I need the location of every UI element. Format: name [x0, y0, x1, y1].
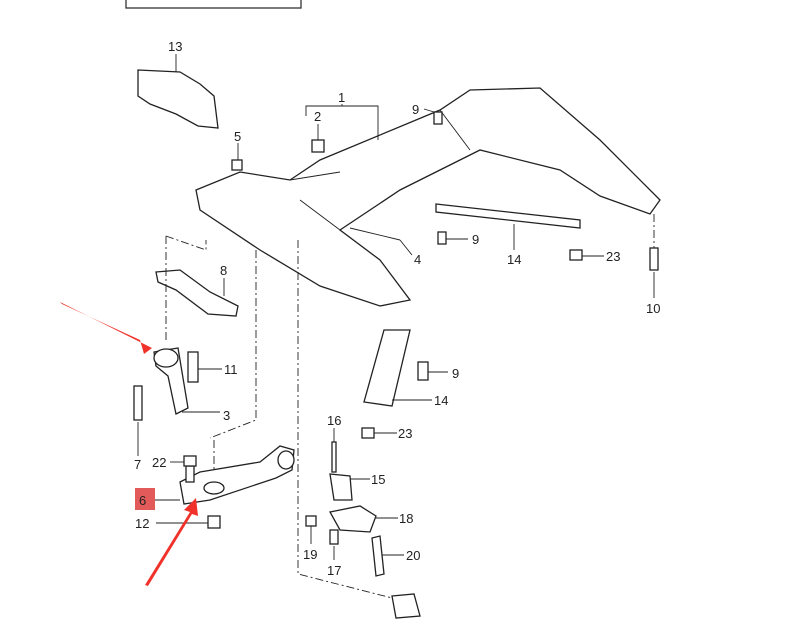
callout-19[interactable]: 19 [303, 547, 317, 562]
part-13-shield [137, 69, 219, 129]
header-box [125, 0, 302, 9]
callout-13[interactable]: 13 [168, 39, 182, 54]
callout-10[interactable]: 10 [646, 301, 660, 316]
part-20-link [371, 535, 385, 577]
callout-20[interactable]: 20 [406, 548, 420, 563]
part-19-nut [305, 515, 317, 527]
callout-23[interactable]: 23 [398, 426, 412, 441]
callout-16[interactable]: 16 [327, 413, 341, 428]
part-9-bolt [437, 231, 447, 245]
part-1-subframe [195, 87, 661, 307]
part-3-bushing [153, 348, 179, 368]
callout-14[interactable]: 14 [434, 393, 448, 408]
part-14-brace [363, 329, 411, 407]
callout-5[interactable]: 5 [234, 129, 241, 144]
callout-1[interactable]: 1 [338, 90, 345, 105]
callout-11[interactable]: 11 [224, 362, 238, 377]
callout-9[interactable]: 9 [472, 232, 479, 247]
part-9-bolt [433, 111, 443, 125]
callout-2[interactable]: 2 [314, 109, 321, 124]
part-8-bracket [155, 269, 239, 317]
callout-9[interactable]: 9 [452, 366, 459, 381]
highlight-part-6 [135, 488, 155, 510]
part-10-bolt [649, 247, 659, 271]
part-2-bushing [311, 139, 325, 153]
red-arrow-pointer [60, 302, 152, 354]
part-18-sensor [328, 505, 377, 533]
callout-17[interactable]: 17 [327, 563, 341, 578]
part-23-nut [569, 249, 583, 261]
part-9-bolt [417, 361, 429, 381]
part-5-nut [231, 159, 243, 171]
callout-9[interactable]: 9 [412, 102, 419, 117]
callout-12[interactable]: 12 [135, 516, 149, 531]
part-14-brace [435, 203, 581, 229]
part-12-nut [207, 515, 221, 529]
part-15-bracket [329, 473, 353, 501]
ball-joint-stud [185, 465, 195, 483]
sensor-mount [391, 593, 421, 619]
red-arrow-pointer [145, 498, 198, 586]
callout-14[interactable]: 14 [507, 252, 521, 267]
callout-4[interactable]: 4 [414, 252, 421, 267]
part-17-bolt [329, 529, 339, 545]
callout-15[interactable]: 15 [371, 472, 385, 487]
part-22-nut [183, 455, 197, 467]
callout-7[interactable]: 7 [134, 457, 141, 472]
callout-23[interactable]: 23 [606, 249, 620, 264]
callout-22[interactable]: 22 [152, 455, 166, 470]
part-11-bolt [187, 351, 199, 383]
callout-3[interactable]: 3 [223, 408, 230, 423]
part-6-bushing [277, 450, 295, 470]
callout-18[interactable]: 18 [399, 511, 413, 526]
part-7-bolt [133, 385, 143, 421]
part-23-nut [361, 427, 375, 439]
part-16-bolt [331, 441, 337, 473]
part-6-control-arm [179, 445, 295, 505]
callout-6[interactable]: 6 [139, 493, 146, 508]
callout-8[interactable]: 8 [220, 263, 227, 278]
